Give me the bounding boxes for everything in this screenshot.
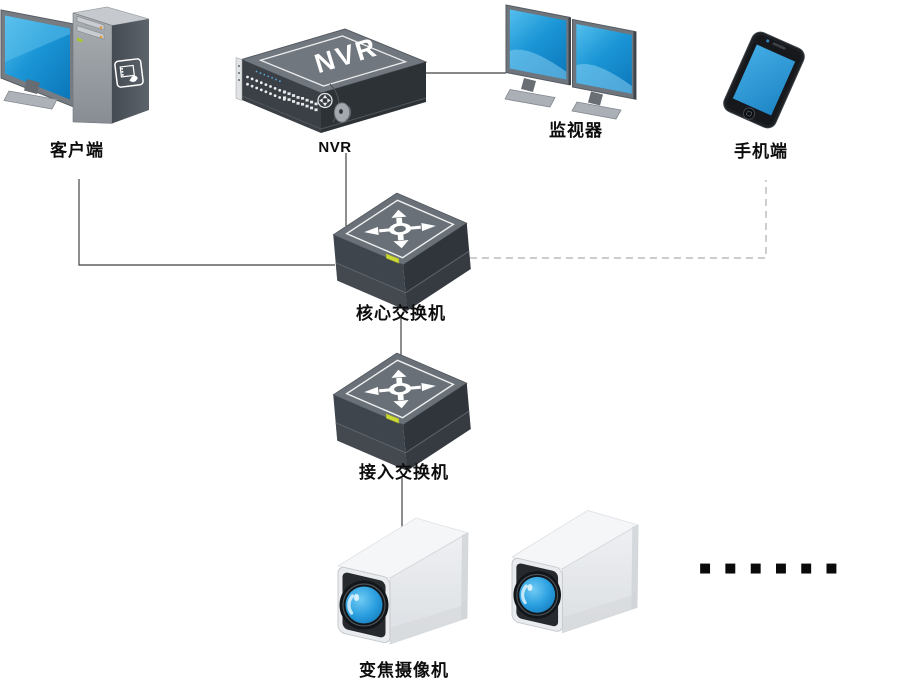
phone-home-glyph <box>746 110 753 117</box>
nvr-seam <box>329 83 340 123</box>
core-switch-icon <box>330 187 474 316</box>
label-monitors: 监视器 <box>549 121 603 140</box>
nvr-top-border <box>258 35 408 87</box>
smartphone-icon <box>723 31 805 129</box>
label-access-switch: 接入交换机 <box>359 463 449 482</box>
dual-monitors-icon <box>504 4 637 120</box>
nvr-lip <box>241 95 427 130</box>
monitor1-base <box>504 89 556 108</box>
nvr-led-row <box>255 70 281 82</box>
monitor2-edge <box>633 31 636 100</box>
bay-led <box>99 26 103 29</box>
drive-bay <box>76 15 105 31</box>
nvr-dpad <box>317 92 333 109</box>
phone-camera-dot <box>766 39 770 43</box>
cap-dots <box>238 65 240 81</box>
bay-led <box>99 35 103 39</box>
monitor2-stand <box>588 91 603 106</box>
media-icon <box>114 58 144 88</box>
nvr-jog-knob <box>333 102 352 123</box>
label-camera: 变焦摄像机 <box>359 661 449 680</box>
nvr-button-squares <box>283 90 318 112</box>
connection-lines <box>78 72 767 527</box>
monitor1-stand <box>521 78 536 92</box>
label-phone: 手机端 <box>734 142 788 161</box>
nvr-front <box>242 59 321 133</box>
label-nvr: NVR <box>318 139 352 156</box>
more-cameras-ellipsis: ■■■■■■ <box>699 561 851 576</box>
power-led <box>77 37 83 43</box>
client-tower-side <box>112 19 149 124</box>
zoom-camera-icon-2 <box>510 508 640 635</box>
monitor2-base <box>571 101 622 120</box>
phone-home-button <box>742 107 756 120</box>
monitor1-glare <box>509 49 567 80</box>
nvr-left-cap <box>235 57 243 101</box>
client-monitor-base <box>3 90 58 110</box>
drive-bay <box>76 25 105 40</box>
client-screen-glare <box>5 15 70 62</box>
phone-screen <box>732 44 796 116</box>
client-monitor-stand <box>24 79 40 94</box>
edge-core-switch-phone-dashed <box>470 180 767 259</box>
zoom-camera-icon-1 <box>336 516 470 646</box>
monitor1-edge <box>568 17 571 86</box>
monitor2-glare <box>576 64 632 94</box>
client-computer-icon <box>0 6 150 124</box>
label-core-switch: 核心交换机 <box>356 304 446 323</box>
phone-earpiece <box>772 42 786 50</box>
nvr-device-icon: NVR <box>235 28 428 133</box>
edge-client-core-switch <box>78 179 335 266</box>
label-client: 客户端 <box>50 141 104 160</box>
